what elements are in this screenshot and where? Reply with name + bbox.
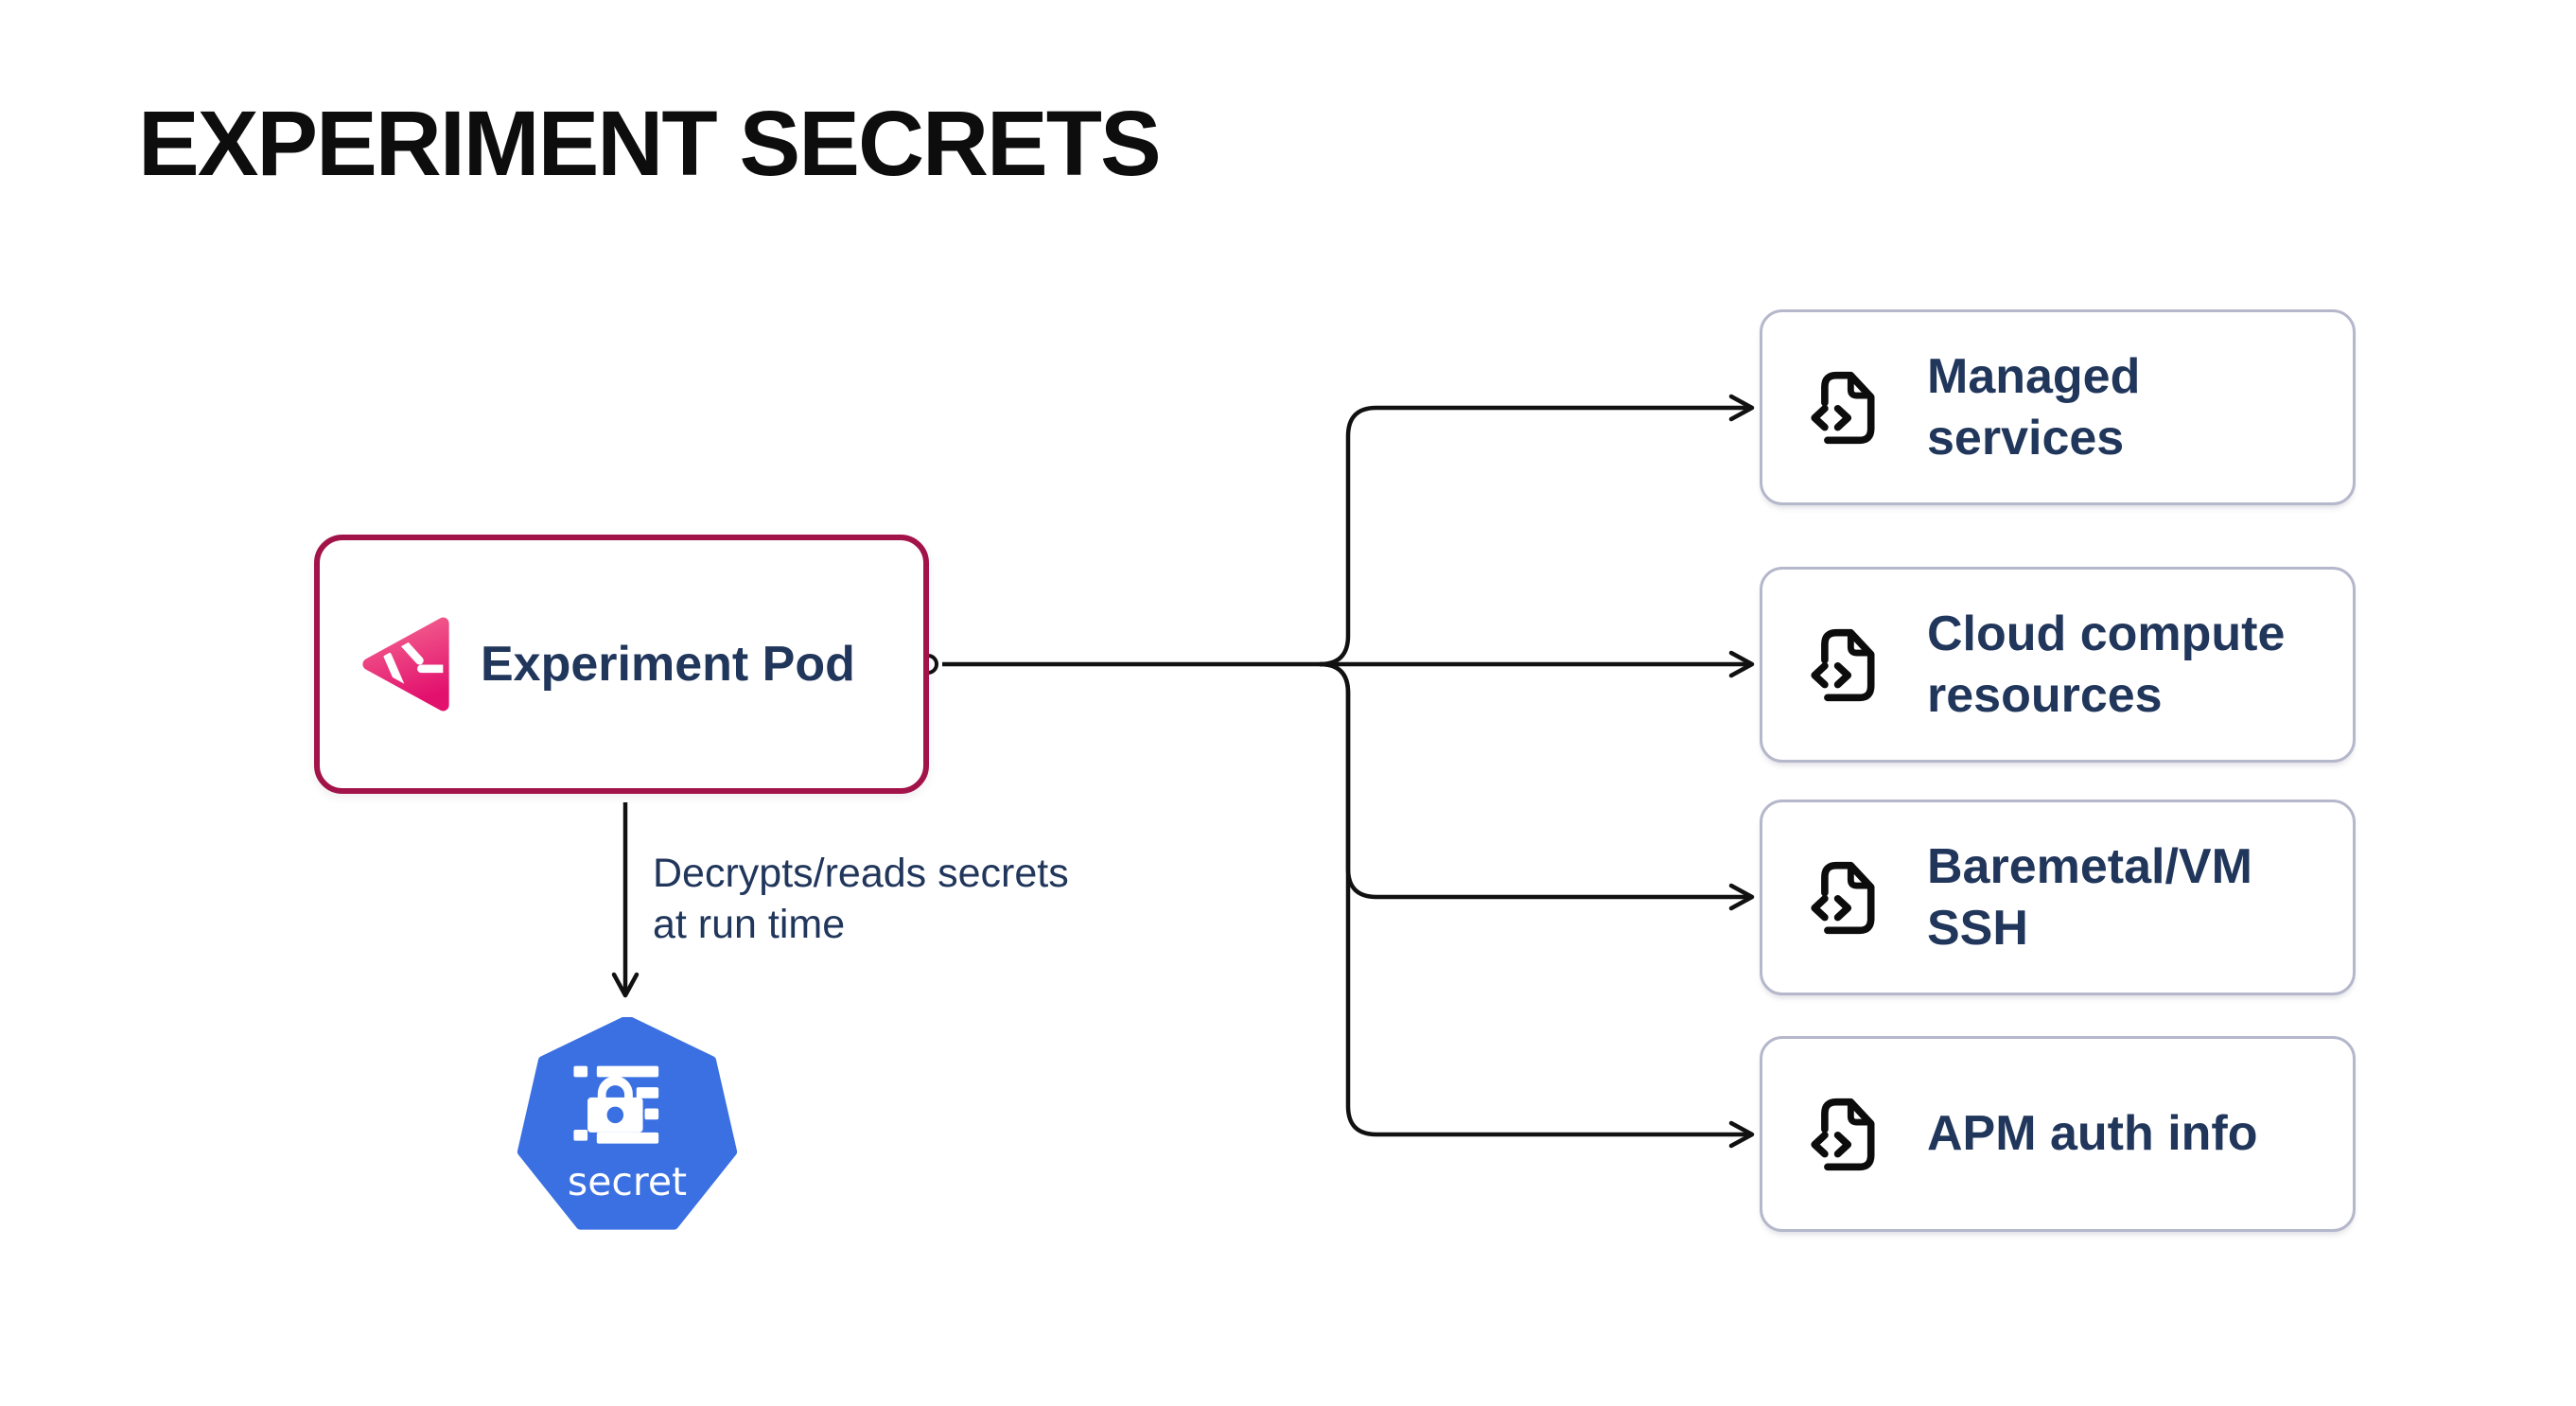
file-code-icon: [1811, 861, 1875, 934]
experiment-pod-node: Experiment Pod: [314, 535, 929, 794]
k8s-secret-node: secret: [517, 1017, 738, 1239]
target-label-apm-auth: APM auth info: [1927, 1106, 2258, 1161]
chaos-experiment-icon: [362, 617, 449, 712]
connector-pod-to-apm: [1319, 661, 1755, 1149]
secret-label: secret: [568, 1159, 687, 1204]
target-label-cloud-compute: Cloud compute resources: [1927, 606, 2286, 723]
secret-lock-glyph: [573, 1065, 659, 1144]
file-code-icon: [1811, 628, 1875, 701]
page-title: EXPERIMENT SECRETS: [138, 92, 1162, 195]
target-label-managed-services: Managed services: [1927, 348, 2141, 466]
target-box-managed-services: Managed services: [1760, 309, 2356, 505]
target-box-baremetal-ssh: Baremetal/VM SSH: [1760, 800, 2356, 995]
target-label-baremetal-ssh: Baremetal/VM SSH: [1927, 838, 2252, 956]
connector-pod-to-managed-services: [1319, 394, 1755, 667]
decrypt-annotation: Decrypts/reads secrets at run time: [653, 851, 1069, 947]
connector-pod-to-baremetal-ssh: [1319, 661, 1755, 911]
kubernetes-secret-icon: secret: [517, 1017, 738, 1230]
target-box-cloud-compute: Cloud compute resources: [1760, 567, 2356, 763]
experiment-pod-label: Experiment Pod: [481, 637, 855, 692]
target-box-apm-auth: APM auth info: [1760, 1036, 2356, 1232]
file-code-icon: [1811, 371, 1875, 444]
file-code-icon: [1811, 1098, 1875, 1170]
